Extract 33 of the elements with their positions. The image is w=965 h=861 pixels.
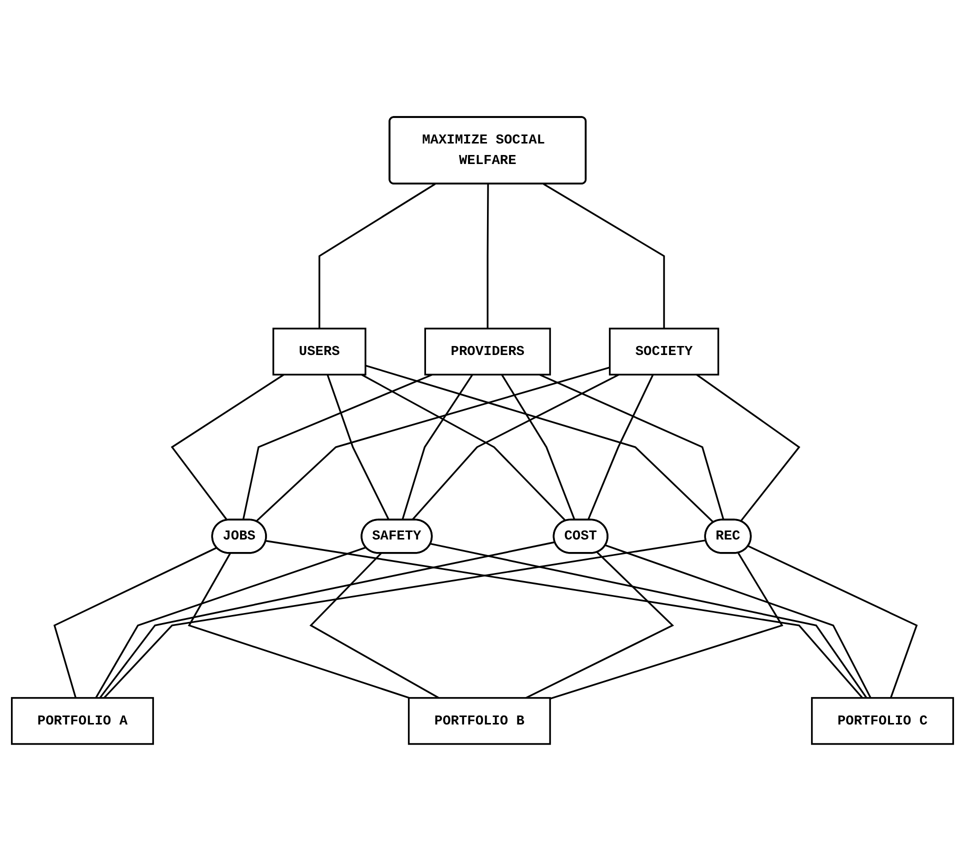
connector: [361, 374, 566, 522]
node-box: [10, 697, 154, 745]
connector: [501, 374, 576, 520]
node-box: [811, 697, 954, 745]
connector: [411, 374, 620, 521]
connector: [539, 374, 724, 520]
node-box: [272, 328, 366, 376]
connector: [103, 539, 706, 698]
connector: [170, 374, 284, 521]
connector: [543, 183, 665, 329]
connector: [188, 552, 410, 699]
node-box: [408, 697, 551, 745]
connector: [587, 374, 654, 520]
connector: [53, 546, 218, 698]
connector: [430, 542, 868, 698]
connector: [696, 374, 800, 522]
connector: [266, 540, 864, 698]
connector: [526, 552, 674, 699]
connector: [748, 545, 918, 698]
connector: [318, 183, 436, 329]
node-box: [608, 328, 720, 376]
connector: [309, 552, 440, 699]
connector: [550, 552, 784, 700]
connector: [605, 544, 872, 698]
connector: [326, 374, 390, 520]
connector: [486, 184, 489, 329]
connector: [242, 374, 433, 520]
connector: [95, 546, 366, 698]
node-box: [424, 328, 551, 376]
connector: [99, 541, 556, 698]
connector: [402, 374, 474, 520]
connector: [365, 364, 714, 524]
connector: [256, 366, 610, 522]
